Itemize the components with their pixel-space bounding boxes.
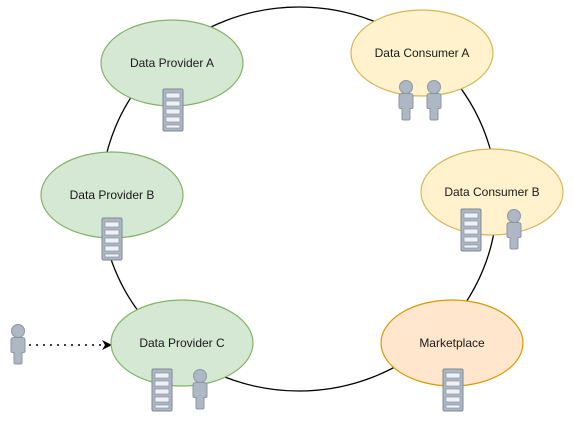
node-consumer-b[interactable]: Data Consumer B <box>420 148 564 252</box>
server-icon <box>151 368 173 412</box>
server-icon <box>460 208 482 252</box>
node-label: Data Provider C <box>139 336 225 350</box>
node-provider-a[interactable]: Data Provider A <box>100 19 244 132</box>
server-icon <box>162 88 184 132</box>
node-label: Marketplace <box>419 336 485 350</box>
user-icon <box>192 369 208 410</box>
node-shape <box>350 9 494 97</box>
external-user-icon <box>10 324 26 365</box>
user-icon <box>426 80 442 121</box>
node-label: Data Provider B <box>70 188 155 202</box>
node-provider-c[interactable]: Data Provider C <box>110 299 254 412</box>
node-label: Data Consumer A <box>375 46 470 60</box>
user-icon <box>398 80 414 121</box>
server-icon <box>442 368 464 412</box>
node-consumer-a[interactable]: Data Consumer A <box>350 9 494 121</box>
node-label: Data Provider A <box>130 56 214 70</box>
user-icon <box>506 209 522 250</box>
node-shape <box>420 148 564 236</box>
node-provider-b[interactable]: Data Provider B <box>40 151 184 261</box>
node-marketplace[interactable]: Marketplace <box>380 299 524 412</box>
node-label: Data Consumer B <box>444 185 539 199</box>
node-shape <box>110 299 254 387</box>
server-icon <box>101 217 123 261</box>
